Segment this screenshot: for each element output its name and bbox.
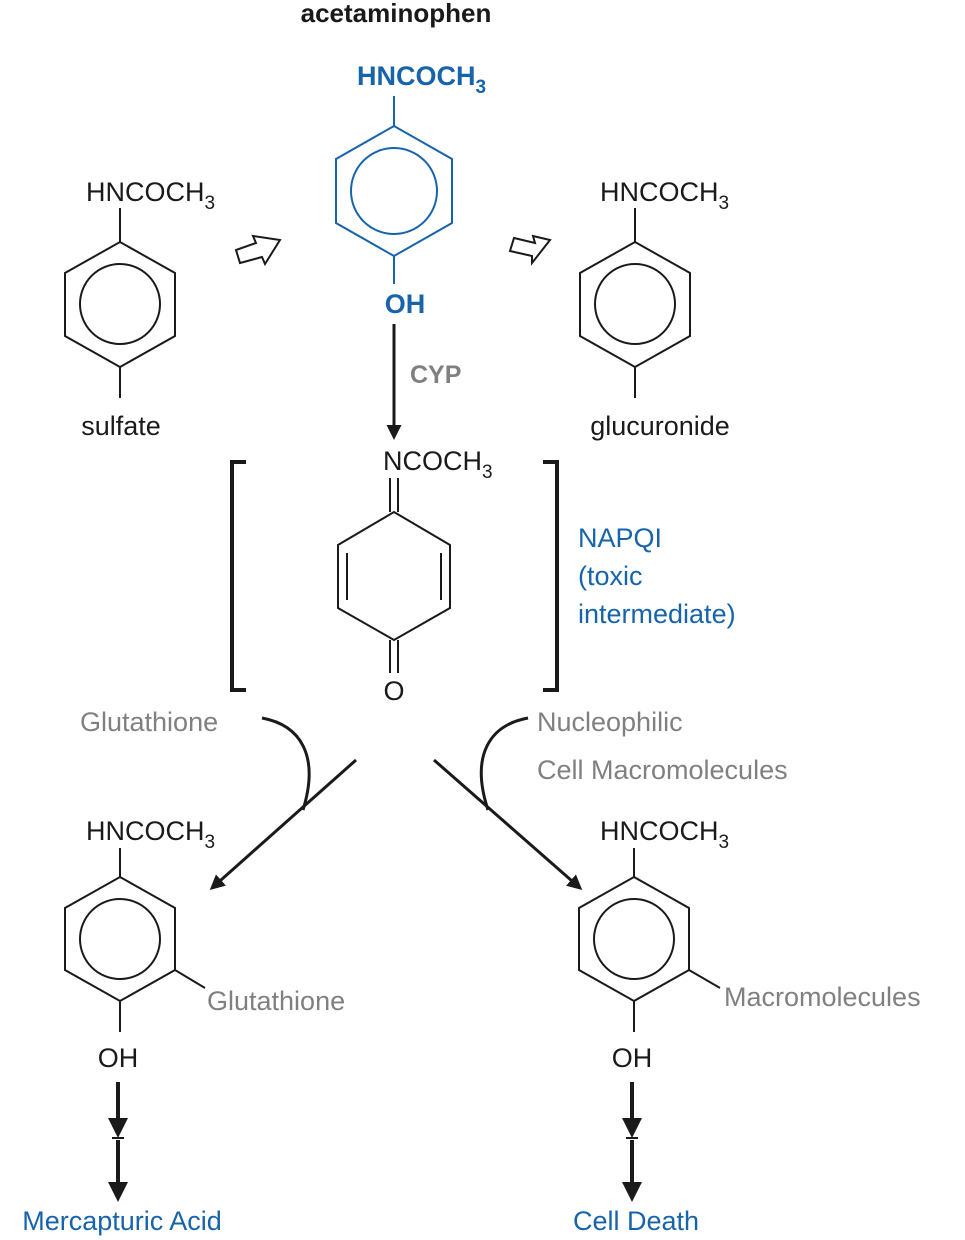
mercapturic-acid-label: Mercapturic Acid bbox=[22, 1206, 222, 1236]
sulfation-arrow bbox=[234, 234, 282, 267]
glutathione-conjugate-top-group: HNCOCH3 bbox=[86, 816, 215, 853]
napqi-structure bbox=[337, 478, 451, 673]
cyp-label: CYP bbox=[410, 361, 461, 389]
macromolecule-adduct-top-group: HNCOCH3 bbox=[600, 816, 729, 853]
glucuronide-ring bbox=[579, 240, 691, 369]
napqi-left-bracket bbox=[230, 460, 246, 692]
glucuronidation-arrow bbox=[508, 234, 552, 266]
sulfate-structure bbox=[64, 208, 176, 398]
macromolecule-adduct-structure bbox=[578, 848, 721, 1032]
macromolecule-adduct-ring bbox=[578, 875, 690, 1003]
toxicity-arrow bbox=[433, 758, 583, 890]
macromolecule-adduct-oh: OH bbox=[612, 1043, 653, 1073]
glucuronide-label: glucuronide bbox=[590, 411, 730, 441]
glucuronide-top-group: HNCOCH3 bbox=[600, 177, 729, 214]
sulfate-ring bbox=[64, 240, 176, 369]
glutathione-reagent-label: Glutathione bbox=[80, 707, 218, 737]
napqi-label: NAPQI (toxic intermediate) bbox=[578, 523, 736, 629]
sulfate-top-group: HNCOCH3 bbox=[86, 177, 215, 214]
glutathione-curve bbox=[261, 716, 311, 811]
napqi-top-group: NCOCH3 bbox=[383, 446, 493, 483]
acetaminophen-top-group: HNCOCH3 bbox=[357, 61, 486, 98]
macromolecule-adduct-side-label: Macromolecules bbox=[724, 982, 921, 1012]
glutathione-conjugate-ring bbox=[64, 875, 176, 1003]
glutathione-conjugate-oh: OH bbox=[98, 1043, 139, 1073]
nucleophile-curve bbox=[479, 716, 529, 811]
sulfate-label: sulfate bbox=[81, 411, 161, 441]
acetaminophen-ring bbox=[335, 124, 453, 258]
title-acetaminophen: acetaminophen bbox=[301, 0, 492, 28]
glucuronide-structure bbox=[579, 208, 691, 398]
cell-death-label: Cell Death bbox=[573, 1206, 699, 1236]
napqi-right-bracket bbox=[543, 460, 559, 692]
acetaminophen-oh: OH bbox=[385, 289, 426, 319]
detox-arrow bbox=[209, 758, 357, 890]
acetaminophen-ring-circle bbox=[350, 147, 438, 235]
napqi-oxygen: O bbox=[383, 676, 404, 706]
nucleophile-reagent-label: Nucleophilic Cell Macromolecules bbox=[537, 707, 788, 785]
glutathione-conjugate-structure bbox=[64, 848, 206, 1032]
glutathione-conjugate-side-label: Glutathione bbox=[207, 986, 345, 1016]
napqi-ring bbox=[337, 510, 451, 642]
acetaminophen-structure bbox=[335, 96, 453, 284]
